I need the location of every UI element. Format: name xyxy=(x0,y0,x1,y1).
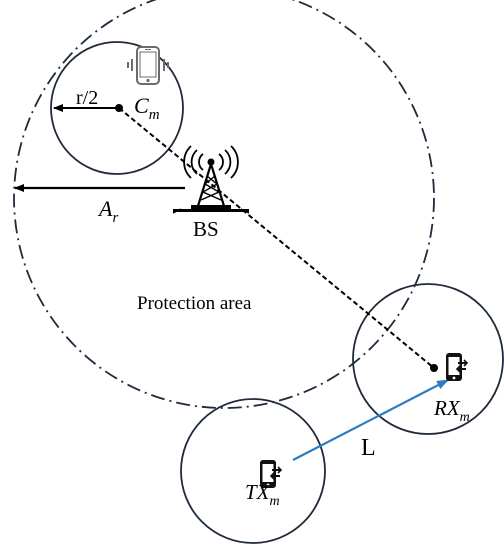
base-station-label: BS xyxy=(193,217,219,241)
antenna-tower-icon xyxy=(172,145,250,214)
half-radius-label: r/2 xyxy=(76,87,98,109)
cm-label: Cm xyxy=(134,93,160,123)
cm-label-sub: m xyxy=(149,107,160,123)
tx-circle xyxy=(180,398,326,544)
rx-circle xyxy=(352,283,504,435)
interference-line xyxy=(118,107,435,369)
ar-label-base: A xyxy=(97,196,113,221)
cm-center-dot xyxy=(115,104,123,112)
phone-transfer-icon xyxy=(260,460,283,488)
link-label: L xyxy=(361,435,376,461)
protection-area-circle xyxy=(13,0,435,409)
tx-label: TXm xyxy=(245,480,280,509)
smartphone-vibrate-icon xyxy=(127,46,169,85)
link-arrow xyxy=(292,379,449,461)
ar-label: Ar xyxy=(97,196,118,226)
tx-label-sub: m xyxy=(270,494,280,509)
tx-label-base: TX xyxy=(245,480,271,504)
cellular-user-circle xyxy=(50,41,184,175)
rx-label-sub: m xyxy=(460,410,470,425)
phone-transfer-icon xyxy=(446,353,469,381)
protection-area-label: Protection area xyxy=(137,293,252,314)
rx-label: RXm xyxy=(433,396,470,425)
rx-center-dot xyxy=(430,364,438,372)
rx-label-base: RX xyxy=(433,396,461,420)
cm-label-base: C xyxy=(134,93,149,118)
ar-label-sub: r xyxy=(112,210,118,226)
